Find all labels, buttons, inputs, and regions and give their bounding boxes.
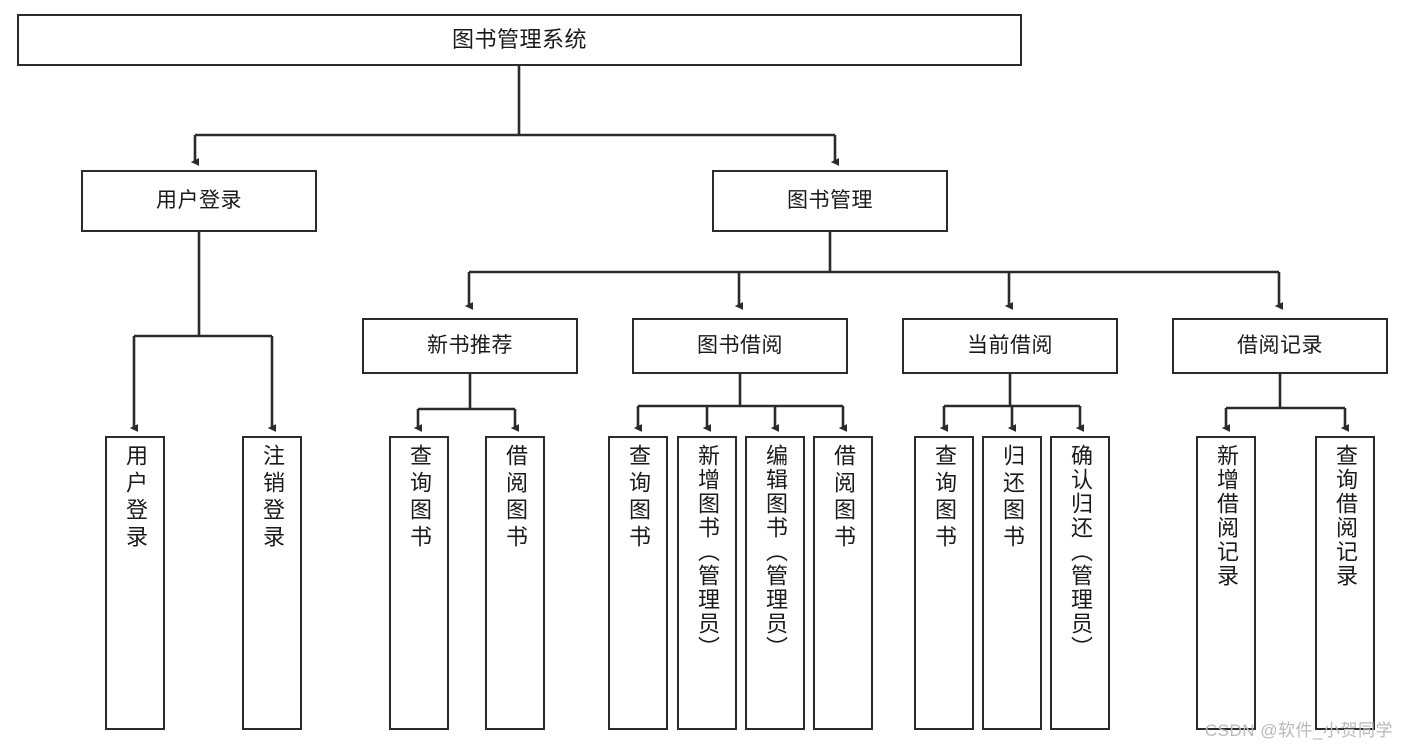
leaf-user-login-login[interactable]: 用户登录 <box>105 436 165 730</box>
leaf-user-login-logout[interactable]: 注销登录 <box>242 436 302 730</box>
node-label: 注销登录 <box>260 444 285 552</box>
node-label: 用户登录 <box>123 444 148 552</box>
leaf-book-borrow-edit-book-admin[interactable]: 编辑图书（管理员） <box>745 436 805 730</box>
node-label: 图书借阅 <box>697 333 783 357</box>
node-label: 查询图书 <box>932 444 957 552</box>
node-borrow-record[interactable]: 借阅记录 <box>1172 318 1388 374</box>
node-root-book-management-system[interactable]: 图书管理系统 <box>17 14 1022 66</box>
node-label: 借阅记录 <box>1237 333 1323 357</box>
leaf-book-borrow-borrow-book[interactable]: 借阅图书 <box>813 436 873 730</box>
node-label: 新增借阅记录 <box>1214 444 1239 588</box>
watermark: CSDN @软件_小贺同学 <box>1204 721 1393 740</box>
leaf-borrow-record-query-record[interactable]: 查询借阅记录 <box>1315 436 1375 730</box>
node-book-management[interactable]: 图书管理 <box>712 170 948 232</box>
node-label: 编辑图书（管理员） <box>763 444 788 660</box>
node-label: 查询图书 <box>626 444 651 552</box>
leaf-current-borrow-return-book[interactable]: 归还图书 <box>982 436 1042 730</box>
node-label: 用户登录 <box>156 188 242 212</box>
node-label: 图书管理系统 <box>451 27 587 53</box>
node-label: 查询图书 <box>407 444 432 552</box>
leaf-book-borrow-query-book[interactable]: 查询图书 <box>608 436 668 730</box>
node-user-login[interactable]: 用户登录 <box>81 170 317 232</box>
leaf-current-borrow-query-book[interactable]: 查询图书 <box>914 436 974 730</box>
node-label: 确认归还（管理员） <box>1068 444 1093 660</box>
node-current-borrowing[interactable]: 当前借阅 <box>902 318 1118 374</box>
node-label: 图书管理 <box>787 188 873 212</box>
node-label: 当前借阅 <box>967 333 1053 357</box>
node-new-book-recommendation[interactable]: 新书推荐 <box>362 318 578 374</box>
leaf-new-book-borrow-book[interactable]: 借阅图书 <box>485 436 545 730</box>
node-label: 归还图书 <box>1000 444 1025 552</box>
leaf-borrow-record-add-record[interactable]: 新增借阅记录 <box>1196 436 1256 730</box>
node-label: 借阅图书 <box>831 444 856 552</box>
node-book-borrowing[interactable]: 图书借阅 <box>632 318 848 374</box>
node-label: 新书推荐 <box>427 333 513 357</box>
node-label: 借阅图书 <box>503 444 528 552</box>
node-label: 查询借阅记录 <box>1333 444 1358 588</box>
leaf-book-borrow-add-book-admin[interactable]: 新增图书（管理员） <box>677 436 737 730</box>
node-label: 新增图书（管理员） <box>695 444 720 660</box>
leaf-new-book-query-book[interactable]: 查询图书 <box>389 436 449 730</box>
leaf-current-borrow-confirm-return-admin[interactable]: 确认归还（管理员） <box>1050 436 1110 730</box>
